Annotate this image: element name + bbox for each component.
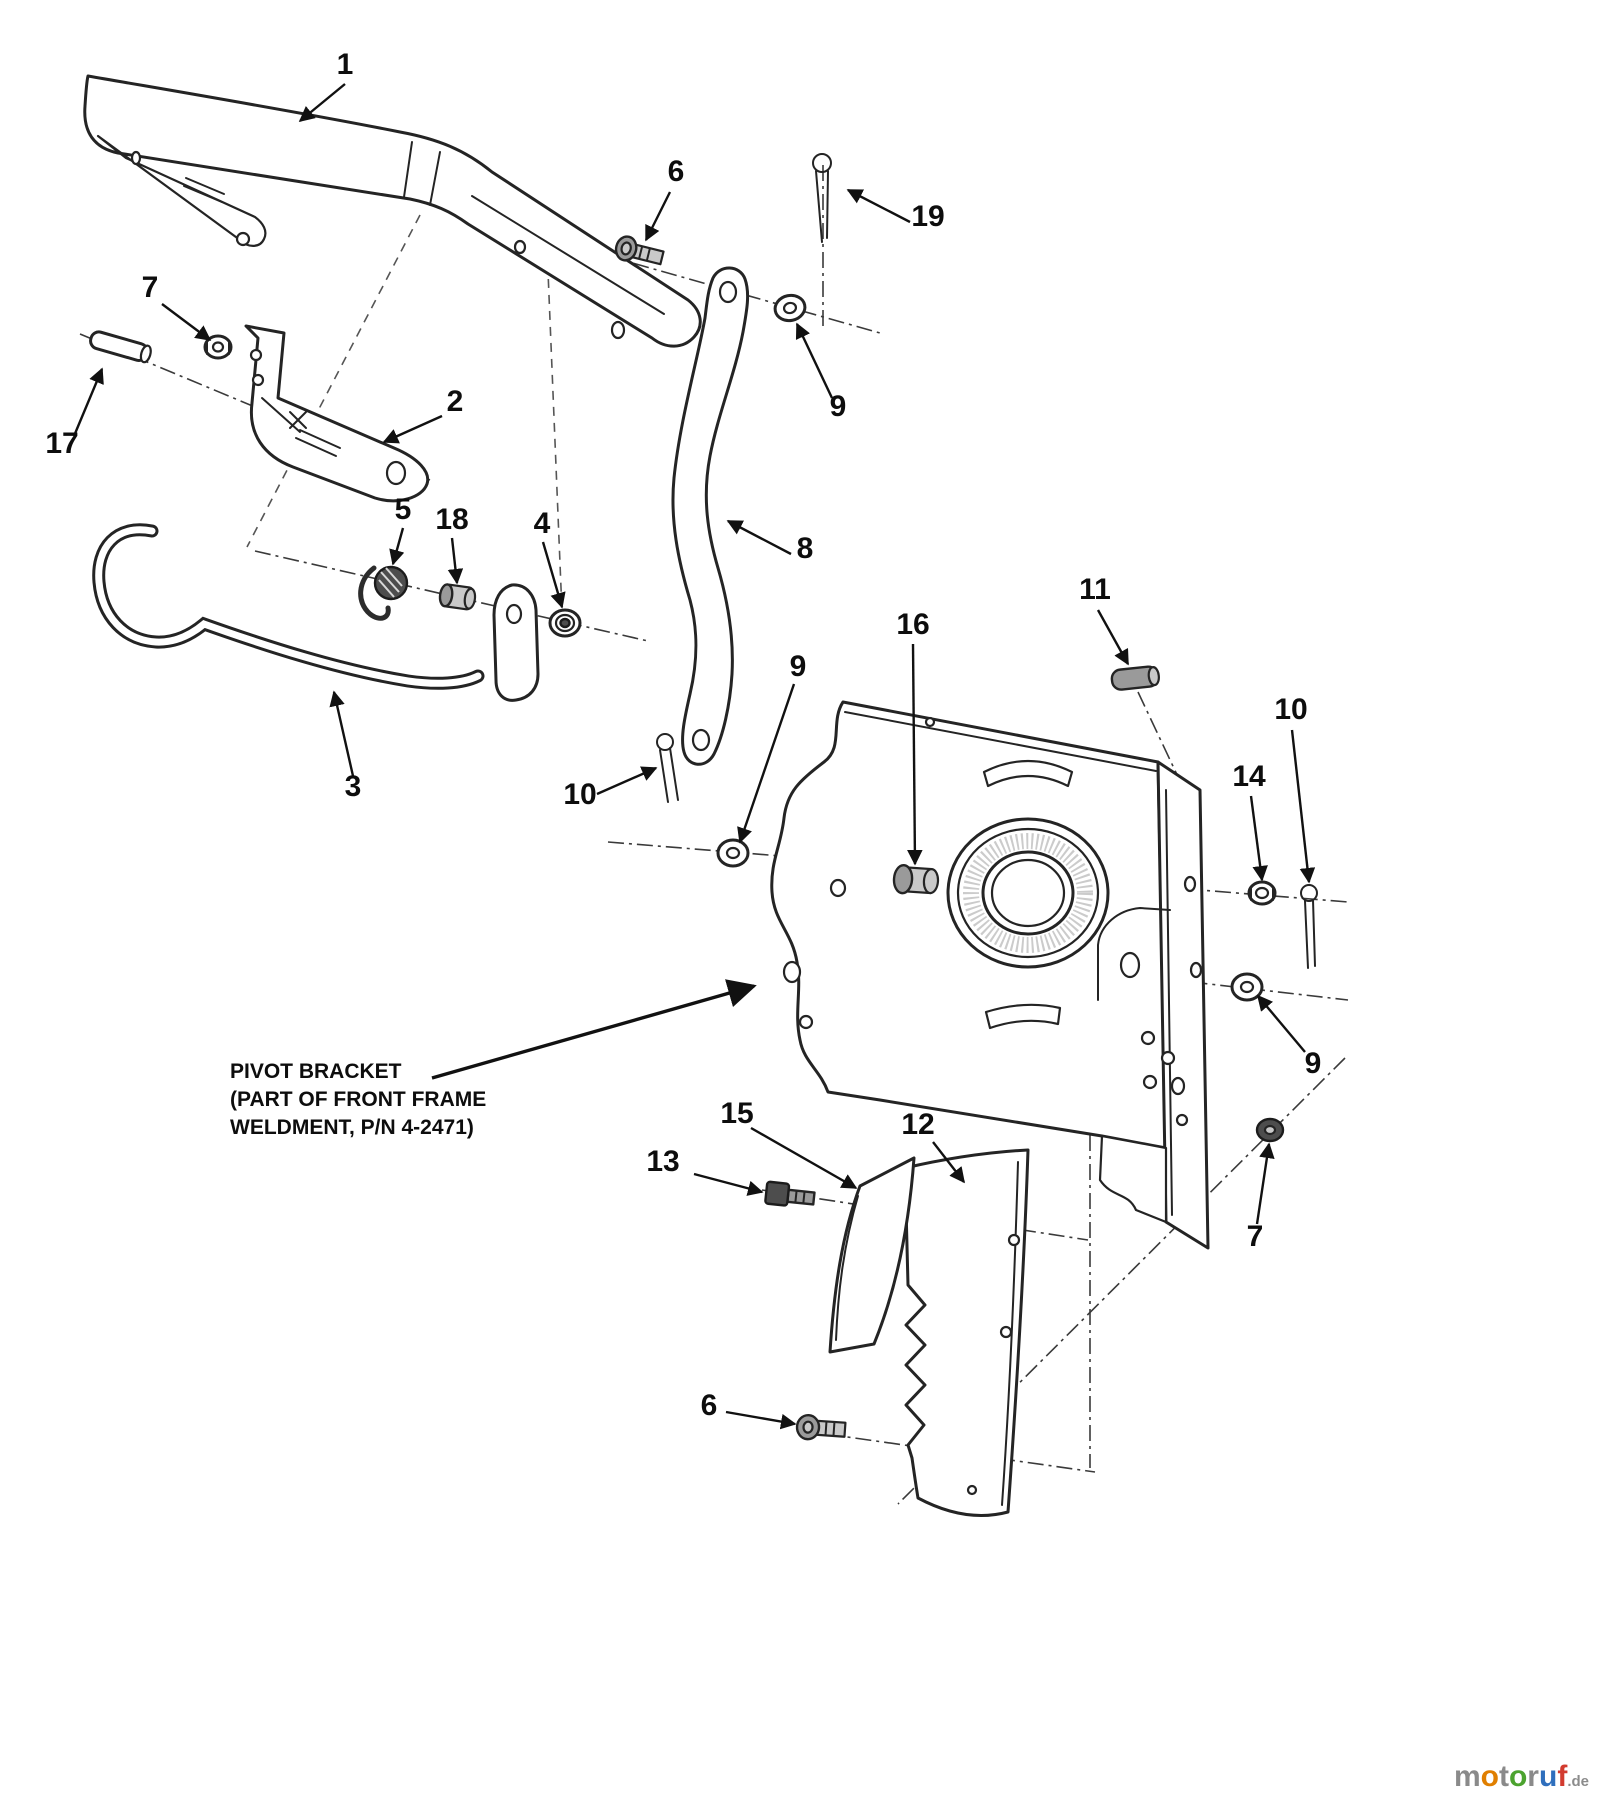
nut-part-14 <box>1247 880 1277 906</box>
callout-part-18: 18 <box>435 503 468 536</box>
callout-part-14: 14 <box>1232 760 1266 793</box>
motoruf-logo-suffix: .de <box>1567 1773 1589 1790</box>
callout-leader-lines <box>72 83 1316 1430</box>
callout-part-15: 15 <box>720 1097 753 1130</box>
logo-letter: t <box>1498 1760 1509 1793</box>
motoruf-logo[interactable]: motoruf.de <box>1454 1762 1589 1792</box>
callout-part-4: 4 <box>534 507 551 540</box>
callout-part-2: 2 <box>447 385 464 418</box>
note-line-3: WELDMENT, P/N 4-2471) <box>230 1116 474 1139</box>
pivot-bracket-note-arrow <box>431 979 757 1080</box>
callout-part-3: 3 <box>345 770 362 803</box>
bushing-part-16 <box>892 863 940 895</box>
callout-part-13: 13 <box>646 1145 679 1178</box>
callout-numbers: 1 6 19 7 9 2 17 5 18 4 8 3 10 9 16 11 10… <box>45 48 1321 1422</box>
washer-part-9-left <box>716 838 750 868</box>
callout-part-10-right: 10 <box>1274 693 1307 726</box>
washer-part-9-top <box>773 293 807 323</box>
note-line-2: (PART OF FRONT FRAME <box>230 1088 486 1111</box>
callout-part-5: 5 <box>395 493 412 526</box>
plate-part-15 <box>828 1156 916 1354</box>
motoruf-logo-letters: motoruf <box>1454 1760 1567 1793</box>
note-line-1: PIVOT BRACKET <box>230 1060 402 1083</box>
logo-letter: u <box>1538 1760 1558 1793</box>
cotter-pin-part-10-right <box>1300 884 1318 969</box>
flange-nut-part-4 <box>548 608 582 638</box>
locknut-part-7-left <box>203 334 233 360</box>
bolt-part-17 <box>89 330 152 364</box>
pin-part-11 <box>1110 665 1160 691</box>
washer-part-9-right <box>1230 972 1264 1002</box>
cotter-pin-part-19 <box>812 153 832 243</box>
locknut-part-7-right <box>1255 1117 1285 1143</box>
logo-letter: o <box>1508 1760 1528 1793</box>
callout-part-9-top: 9 <box>830 390 847 423</box>
handle-lever-part-1 <box>83 74 702 348</box>
callout-part-7-right: 7 <box>1247 1220 1264 1253</box>
callout-part-8: 8 <box>797 532 814 565</box>
callout-part-17: 17 <box>45 427 78 460</box>
pivot-bracket-arm-part-2 <box>244 324 430 503</box>
callout-part-16: 16 <box>896 608 929 641</box>
logo-letter: m <box>1453 1760 1481 1793</box>
bolt-part-13 <box>764 1180 816 1207</box>
curved-link-part-8 <box>671 266 750 766</box>
callout-part-19: 19 <box>911 200 944 233</box>
pivot-bracket-plate <box>770 700 1210 1250</box>
callout-part-9-left: 9 <box>790 650 807 683</box>
callout-part-9-right: 9 <box>1305 1047 1322 1080</box>
pivot-bracket-note: PIVOT BRACKET (PART OF FRONT FRAME WELDM… <box>230 1060 486 1139</box>
logo-letter: o <box>1480 1760 1499 1793</box>
bolt-part-6-top <box>614 235 665 266</box>
callout-part-10-left: 10 <box>563 778 596 811</box>
logo-letter: r <box>1527 1760 1539 1793</box>
bolt-part-6-bottom <box>795 1413 847 1441</box>
callout-part-12: 12 <box>901 1108 934 1141</box>
logo-letter: f <box>1557 1760 1568 1793</box>
callout-part-6-top: 6 <box>668 155 685 188</box>
serrated-plate-part-12 <box>903 1148 1030 1518</box>
callout-part-7-left: 7 <box>142 271 159 304</box>
bent-rod-part-3 <box>92 523 540 702</box>
bushing-part-18 <box>438 583 477 611</box>
callout-part-11: 11 <box>1079 573 1111 606</box>
cotter-pin-part-10-left <box>656 733 679 803</box>
spring-grommet-part-5 <box>358 565 409 621</box>
callout-part-1: 1 <box>337 48 354 81</box>
callout-part-6-bottom: 6 <box>701 1389 718 1422</box>
